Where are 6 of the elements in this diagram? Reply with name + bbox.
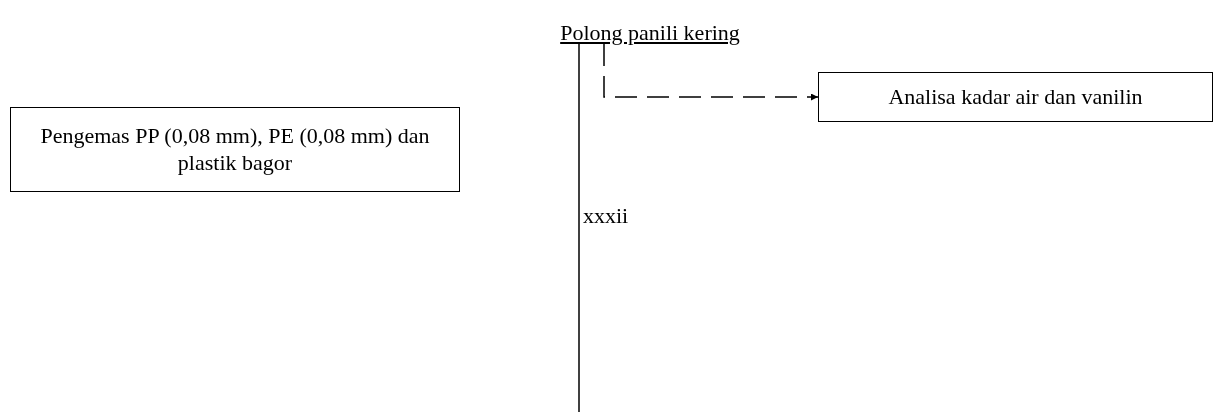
title-text: Polong panili kering [520,18,780,48]
process-box: Analisa kadar air dan vanilin [818,72,1213,122]
page-number: xxxii [583,203,629,229]
process-box: Pengemas PP (0,08 mm), PE (0,08 mm) dan plastik bagor [10,107,460,192]
arrow [603,43,819,101]
connector-line [578,43,580,412]
